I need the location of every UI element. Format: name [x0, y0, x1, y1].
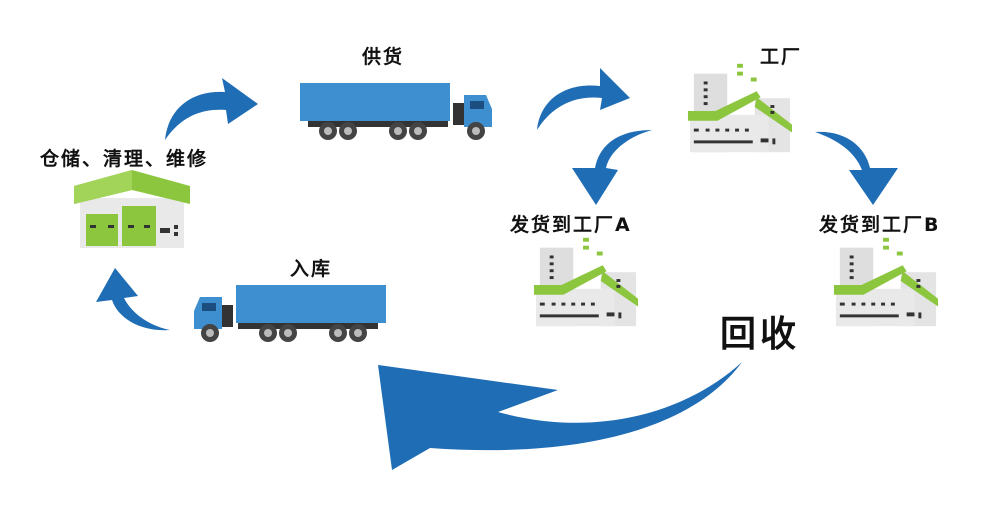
arrow-supply-to-factory [537, 68, 630, 130]
arrow-inbound-to-storage [96, 268, 170, 331]
factory-label: 工厂 [760, 46, 803, 68]
arrow-factory-to-a [572, 130, 652, 205]
factory-b-label: 发货到工厂B [819, 214, 941, 236]
recycle-label: 回收 [720, 314, 801, 355]
supply-label: 供货 [362, 46, 405, 68]
arrow-recycle-to-inbound [378, 362, 742, 470]
arrow-factory-to-b [815, 131, 898, 205]
inbound-label: 入库 [290, 258, 333, 280]
inbound-truck-icon [194, 285, 386, 342]
factory-a-label: 发货到工厂A [510, 214, 632, 236]
arrow-storage-to-supply [165, 78, 258, 140]
warehouse-icon [74, 170, 190, 248]
supply-truck-icon [300, 83, 492, 140]
storage-label: 仓储、清理、维修 [40, 148, 209, 170]
